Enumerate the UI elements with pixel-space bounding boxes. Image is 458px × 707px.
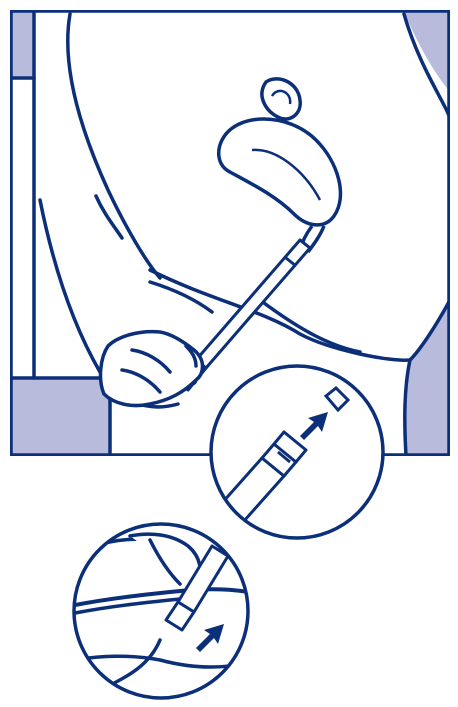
hand-detail-inset xyxy=(70,524,260,698)
bg-block-left-top xyxy=(12,12,34,78)
bg-block-left-bottom xyxy=(12,378,110,456)
main-scene xyxy=(10,10,450,456)
